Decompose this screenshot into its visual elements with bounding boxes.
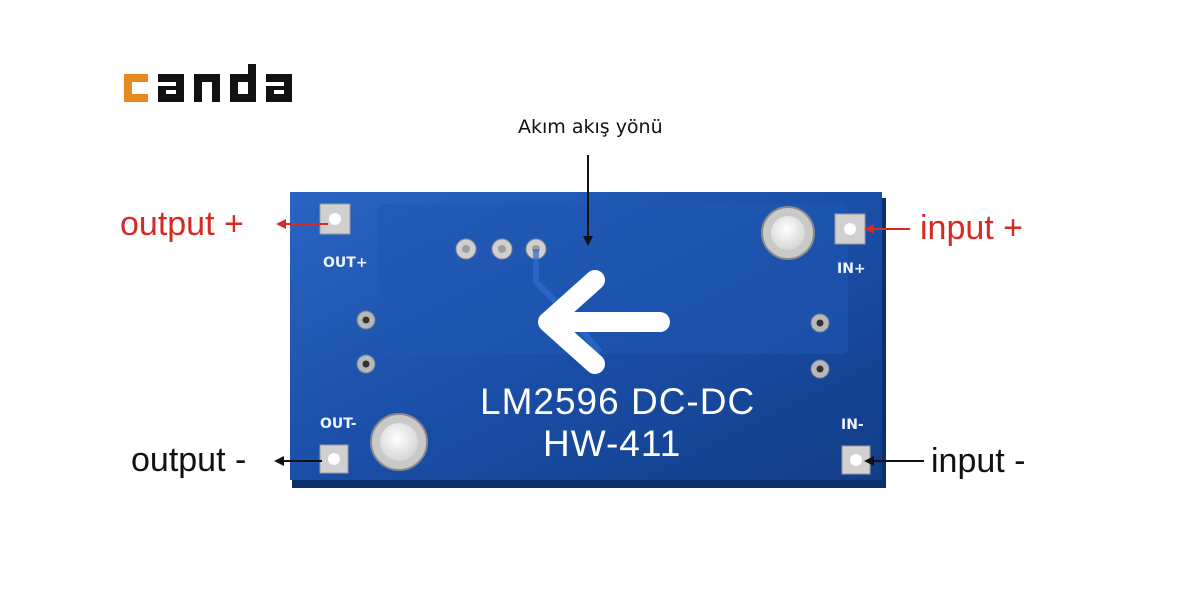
potentiometer-solder-joints xyxy=(455,238,547,260)
pad-in-plus xyxy=(834,213,866,245)
logo-a2-glyph xyxy=(266,74,292,102)
pad-out-plus xyxy=(319,203,351,235)
pcb-graphic xyxy=(290,192,886,488)
logo-d-glyph xyxy=(230,64,256,102)
input-plus-label: input + xyxy=(920,209,1024,247)
canda-logo: canda xyxy=(118,62,318,112)
output-minus-label: output - xyxy=(131,441,247,479)
mounting-hole-top-right xyxy=(761,206,815,260)
board-code-silkscreen: HW-411 xyxy=(543,423,682,464)
board-title-silkscreen: LM2596 DC-DC xyxy=(480,381,756,422)
pin-label-in-plus: IN+ xyxy=(837,261,866,277)
vias xyxy=(356,310,830,379)
logo-a-glyph xyxy=(158,74,184,102)
pad-in-minus xyxy=(841,445,871,475)
pin-label-out-plus: OUT+ xyxy=(323,255,368,271)
pad-out-minus xyxy=(319,444,349,474)
pin-label-out-minus: OUT- xyxy=(320,416,357,432)
current-flow-arrow-silkscreen xyxy=(538,270,670,374)
logo-c-glyph xyxy=(124,74,148,102)
canda-logo-mark xyxy=(124,64,292,102)
lm2596-board: LM2596 DC-DC HW-411 OUT+ IN+ OUT- IN- xyxy=(290,192,886,488)
logo-n-glyph xyxy=(194,74,220,102)
flow-direction-label: Akım akış yönü xyxy=(518,116,663,138)
pin-label-in-minus: IN- xyxy=(841,417,864,433)
output-plus-label: output + xyxy=(120,205,244,243)
input-minus-label: input - xyxy=(931,442,1026,480)
mounting-hole-bottom-left xyxy=(370,413,428,471)
